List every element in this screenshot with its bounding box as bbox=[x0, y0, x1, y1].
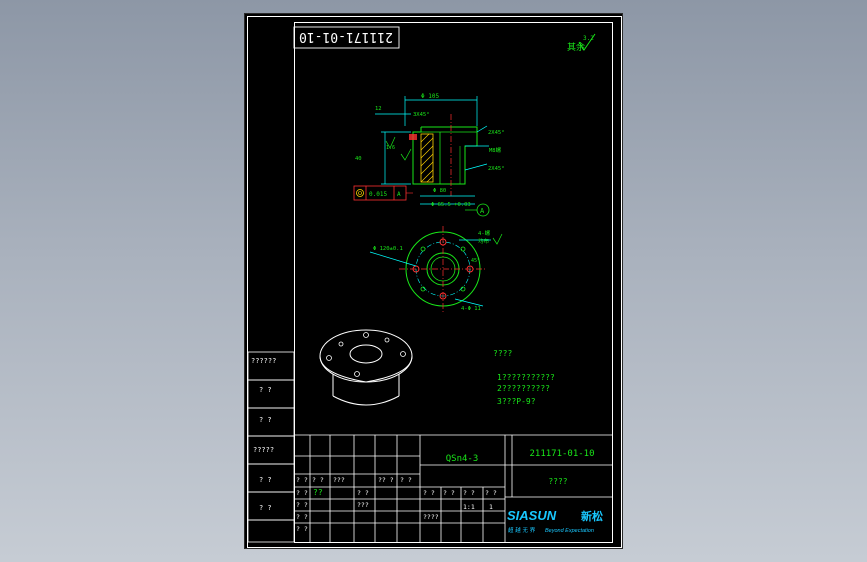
drawing-sheet: ?????? ? ? ? ? ????? ? ? ? ? 211171-01-1… bbox=[244, 13, 623, 549]
company-logo: SIASUN 新松 超 越 无 界 Beyond Expectation bbox=[507, 508, 603, 534]
tb-sign-label: ?? bbox=[313, 488, 323, 497]
tb-cell-5: ? ? bbox=[296, 525, 308, 533]
tolerance-value: 0.015 bbox=[369, 191, 387, 198]
tb-qty-3: ? ? bbox=[463, 489, 475, 497]
dim-height: 40 bbox=[355, 156, 362, 162]
left-cell-3: ? ? bbox=[259, 416, 272, 424]
part-number-rotated: 211171-01-10 bbox=[299, 29, 393, 44]
dim-bore: Φ 65.5 +0.03 bbox=[431, 202, 471, 208]
pcd-dimension: Φ 120±0.1 bbox=[373, 246, 403, 252]
note-line-3: 3???P-9? bbox=[497, 397, 536, 406]
surface-note: 1.6 bbox=[386, 145, 395, 151]
tb-scale: 1:1 bbox=[463, 503, 475, 511]
dim-flange: 12 bbox=[375, 106, 382, 112]
material: QSn4-3 bbox=[446, 454, 479, 464]
chamfer-right: 2X45° bbox=[488, 130, 505, 136]
roughness-symbol: 其余 3.2 bbox=[567, 33, 596, 53]
note-line-1: 1??????????? bbox=[497, 373, 555, 382]
tb-row-2: ? ? bbox=[312, 476, 324, 484]
cad-drawing: ?????? ? ? ? ? ????? ? ? ? ? 211171-01-1… bbox=[247, 16, 622, 548]
tb-row-5: ? ? bbox=[400, 476, 412, 484]
outer-frame bbox=[247, 16, 622, 548]
part-number: 211171-01-10 bbox=[529, 449, 594, 459]
datum-label: A bbox=[480, 207, 485, 215]
dim-mid: Φ 80 bbox=[433, 188, 446, 194]
left-cell-2: ? ? bbox=[259, 386, 272, 394]
left-cell-5: ? ? bbox=[259, 476, 272, 484]
title-block bbox=[294, 434, 612, 542]
logo-text: SIASUN bbox=[507, 508, 557, 523]
logo-cn: 新松 bbox=[581, 509, 603, 523]
tb-cell-2: ??? bbox=[357, 501, 369, 509]
chamfer-top: 3X45° bbox=[413, 112, 430, 118]
tb-row-1: ? ? bbox=[296, 476, 308, 484]
tb-qty-4: ? ? bbox=[485, 489, 497, 497]
part-number-box bbox=[293, 26, 400, 49]
left-cell-1: ?????? bbox=[251, 357, 276, 365]
inner-frame bbox=[294, 22, 613, 543]
tb-sheet: 1 bbox=[489, 503, 493, 511]
tb-row-4: ?? ? bbox=[378, 476, 394, 484]
part-name: ???? bbox=[548, 477, 567, 486]
top-note-2: 均布 bbox=[478, 237, 490, 245]
chamfer-right-2: 2X45° bbox=[488, 166, 505, 172]
note-line-2: 2?????????? bbox=[497, 384, 550, 393]
thread-note: M8螺 bbox=[489, 146, 502, 154]
isometric-view bbox=[319, 329, 413, 406]
tb-cell-4: ? ? bbox=[296, 513, 308, 521]
top-view: Φ 120±0.1 4-螺 均布 4-Φ 11 45° bbox=[369, 226, 503, 312]
tb-cell-1: ? ? bbox=[357, 489, 369, 497]
datum-symbol bbox=[476, 203, 490, 217]
tb-row-6: ? ? bbox=[296, 489, 308, 497]
tb-row-3: ??? bbox=[333, 476, 345, 484]
top-note-1: 4-螺 bbox=[478, 229, 491, 237]
roughness-value: 3.2 bbox=[583, 35, 594, 42]
tb-company: ???? bbox=[423, 513, 439, 521]
left-column bbox=[247, 351, 295, 543]
front-section-view: Φ 105 3X45° 2X45° M8螺 2X45° 12 40 Φ 80 Φ… bbox=[353, 93, 505, 217]
tolerance-datum: A bbox=[397, 191, 401, 198]
notes-title: ???? bbox=[493, 349, 512, 358]
tb-qty-2: ? ? bbox=[443, 489, 455, 497]
left-cell-4: ????? bbox=[253, 446, 274, 454]
left-cell-6: ? ? bbox=[259, 504, 272, 512]
dim-top: Φ 105 bbox=[421, 93, 439, 100]
tb-cell-3: ? ? bbox=[296, 501, 308, 509]
tb-qty-1: ? ? bbox=[423, 489, 435, 497]
holes-note: 4-Φ 11 bbox=[461, 306, 481, 312]
angle-label: 45° bbox=[471, 258, 480, 264]
slogan-en: Beyond Expectation bbox=[545, 528, 594, 534]
slogan-cn: 超 越 无 界 bbox=[508, 526, 536, 534]
